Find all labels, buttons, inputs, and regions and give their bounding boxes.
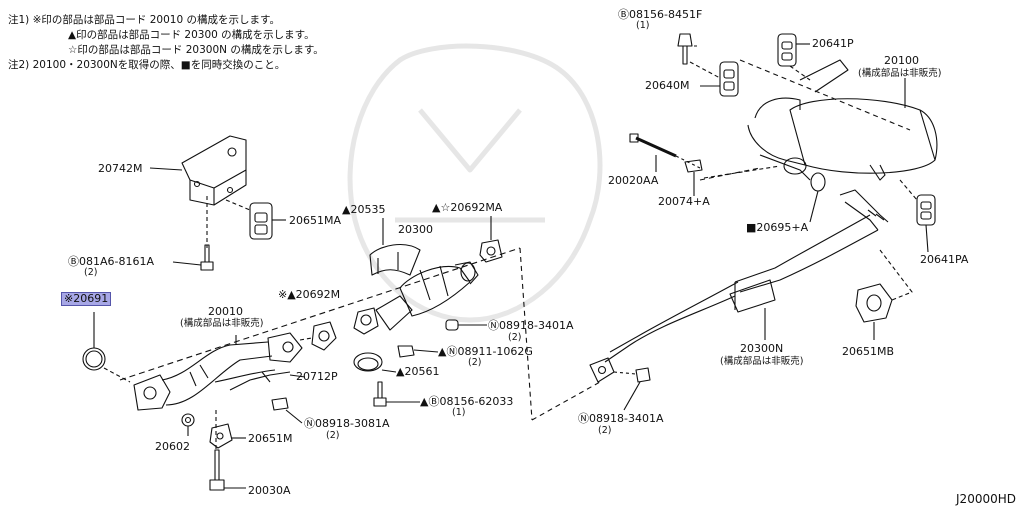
hanger-20641p bbox=[777, 33, 797, 67]
note-line-2: ▲印の部品は部品コード 20300 の構成を示します。 bbox=[68, 29, 315, 41]
nut-08911 bbox=[397, 345, 415, 358]
label-08156-t-qty: (1) bbox=[636, 20, 650, 31]
label-08918-a[interactable]: Ⓝ08918-3401A bbox=[488, 319, 574, 332]
label-20561[interactable]: ▲20561 bbox=[396, 365, 440, 378]
heat-shield-20535 bbox=[369, 244, 421, 276]
label-20691-selected[interactable]: ※20691 bbox=[60, 292, 112, 306]
bolt-08156-t bbox=[677, 33, 693, 65]
label-20300[interactable]: 20300 bbox=[398, 223, 433, 236]
label-081a6[interactable]: Ⓑ081A6-8161A bbox=[68, 255, 155, 268]
label-08918-c-text: 08918-3081A bbox=[315, 417, 390, 430]
gasket-20602 bbox=[181, 413, 195, 427]
note-line-4: 注2) 20100・20300Nを取得の際、■を同時交換のこと。 bbox=[8, 59, 286, 71]
spring-20074 bbox=[684, 159, 703, 173]
muffler-20100 bbox=[747, 59, 938, 181]
label-20651ma[interactable]: 20651MA bbox=[289, 214, 342, 227]
label-20030a[interactable]: 20030A bbox=[248, 484, 291, 497]
bolt-20030a bbox=[209, 449, 225, 491]
hanger-20640m bbox=[719, 61, 739, 97]
label-20010[interactable]: 20010 bbox=[208, 305, 243, 318]
label-20641p[interactable]: 20641P bbox=[812, 37, 854, 50]
label-08918-d[interactable]: Ⓝ08918-3401A bbox=[578, 412, 664, 425]
bracket-20712p bbox=[229, 371, 291, 391]
label-20535[interactable]: ▲20535 bbox=[342, 203, 386, 216]
label-20742m[interactable]: 20742M bbox=[98, 162, 143, 175]
label-20641pa[interactable]: 20641PA bbox=[920, 253, 969, 266]
label-20651mb[interactable]: 20651MB bbox=[842, 345, 895, 358]
gasket-20692ma bbox=[479, 239, 503, 263]
label-08156-t-text: 08156-8451F bbox=[629, 8, 703, 21]
label-20695[interactable]: ■20695+A bbox=[746, 221, 809, 234]
label-08911[interactable]: ▲Ⓝ08911-1062G bbox=[438, 345, 533, 358]
leader-20742m bbox=[149, 167, 183, 171]
label-08156-b[interactable]: ▲Ⓑ08156-62033 bbox=[420, 395, 514, 408]
hanger-20641pa bbox=[916, 194, 936, 226]
nut-08918-d bbox=[635, 367, 651, 383]
label-20640m[interactable]: 20640M bbox=[645, 79, 690, 92]
label-20020aa[interactable]: 20020AA bbox=[608, 174, 659, 187]
label-20692m[interactable]: ※▲20692M bbox=[278, 288, 341, 301]
label-08911-qty: (2) bbox=[468, 357, 482, 368]
label-08918-d-text: 08918-3401A bbox=[589, 412, 664, 425]
label-08156-t[interactable]: Ⓑ08156-8451F bbox=[618, 8, 703, 21]
hanger-20651ma bbox=[249, 202, 273, 240]
label-08918-c-qty: (2) bbox=[326, 430, 340, 441]
label-20651m[interactable]: 20651M bbox=[248, 432, 293, 445]
catalyst-20300 bbox=[353, 261, 479, 335]
label-20692ma[interactable]: ▲☆20692MA bbox=[432, 201, 503, 214]
hanger-20651mb bbox=[855, 283, 893, 323]
label-20100[interactable]: 20100 bbox=[884, 54, 919, 67]
label-08156-b-qty: (1) bbox=[452, 407, 466, 418]
label-081a6-qty: (2) bbox=[84, 267, 98, 278]
label-20074[interactable]: 20074+A bbox=[658, 195, 710, 208]
label-08918-a-qty: (2) bbox=[508, 332, 522, 343]
label-08918-a-text: 08918-3401A bbox=[499, 319, 574, 332]
bolt-081a6 bbox=[200, 244, 214, 271]
gasket-20692m bbox=[311, 321, 337, 351]
nut-08918-c bbox=[271, 397, 289, 411]
bracket-20742m bbox=[181, 135, 247, 206]
diagram-id: J20000HD bbox=[956, 492, 1016, 506]
label-20602[interactable]: 20602 bbox=[155, 440, 190, 453]
watermark-logo bbox=[347, 43, 603, 323]
note-line-1: 注1) ※印の部品は部品コード 20010 の構成を示します。 bbox=[8, 14, 280, 26]
label-08156-b-text: 08156-62033 bbox=[439, 395, 514, 408]
label-08918-d-qty: (2) bbox=[598, 425, 612, 436]
center-pipe-20300n bbox=[589, 189, 889, 383]
label-20010-sub: (構成部品は非販売) bbox=[180, 318, 264, 329]
bolt-08156-b bbox=[373, 381, 387, 407]
clamp-20561 bbox=[353, 352, 383, 372]
stud-20020aa bbox=[629, 133, 677, 158]
hanger-20651m bbox=[209, 423, 233, 449]
front-pipe-20010 bbox=[133, 332, 303, 411]
label-081a6-text: 081A6-8161A bbox=[79, 255, 155, 268]
note-line-3: ☆印の部品は部品コード 20300N の構成を示します。 bbox=[68, 44, 324, 56]
label-20300n[interactable]: 20300N bbox=[740, 342, 784, 355]
label-08911-text: 08911-1062G bbox=[457, 345, 533, 358]
label-20300n-sub: (構成部品は非販売) bbox=[720, 356, 804, 367]
label-20100-sub: (構成部品は非販売) bbox=[858, 68, 942, 79]
label-20712p[interactable]: 20712P bbox=[296, 370, 338, 383]
ring-20695 bbox=[810, 172, 826, 192]
label-08918-c[interactable]: Ⓝ08918-3081A bbox=[304, 417, 390, 430]
